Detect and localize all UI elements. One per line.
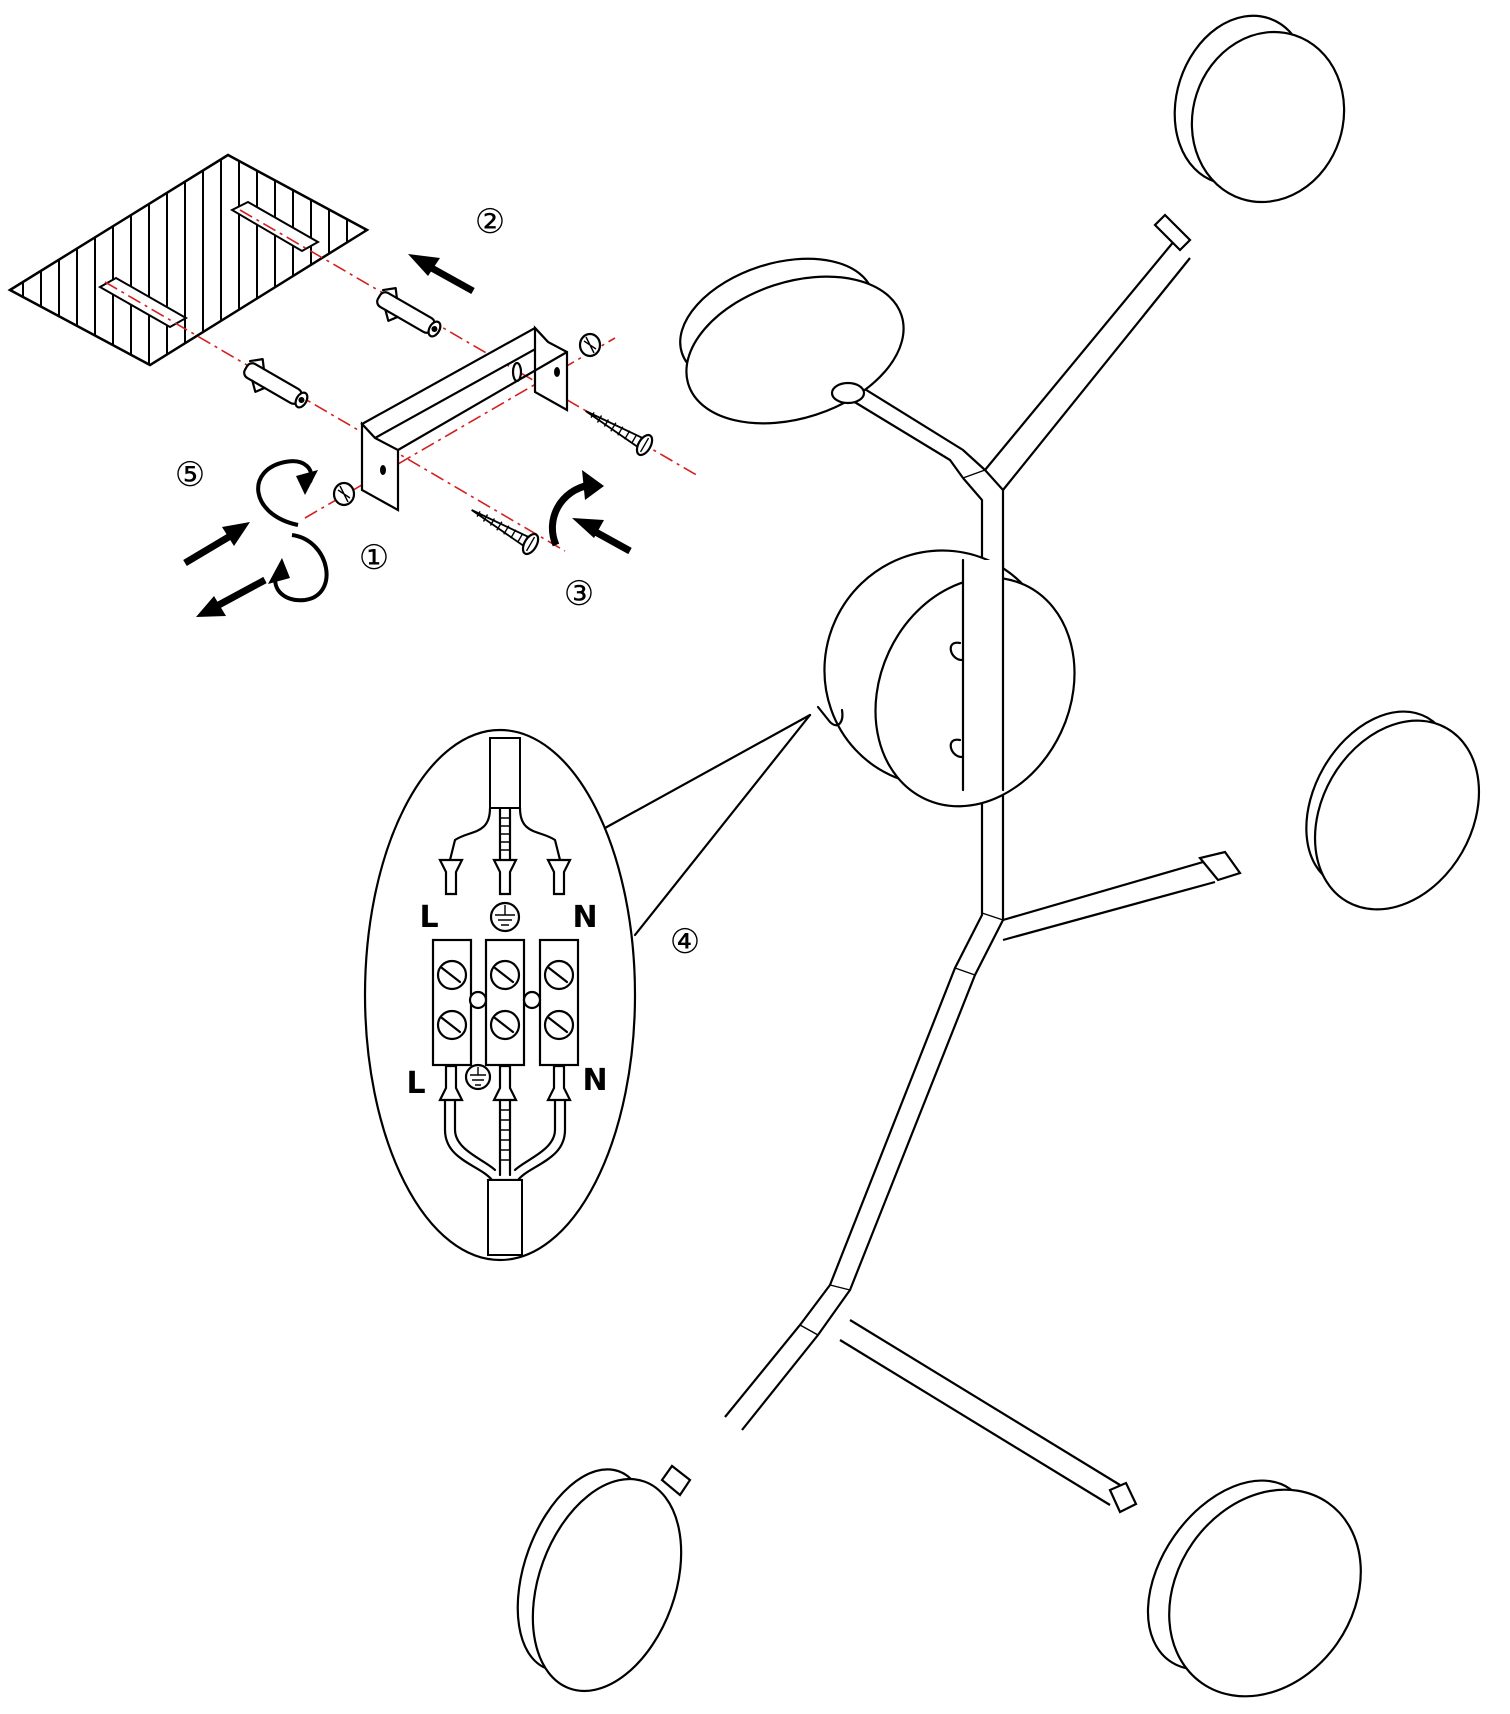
step-1-label: ① bbox=[359, 538, 389, 578]
step-5-label: ⑤ bbox=[175, 455, 205, 495]
screw bbox=[471, 509, 540, 556]
lamp-head-bottom-left bbox=[516, 1464, 692, 1693]
lamp-frame bbox=[724, 239, 1216, 1506]
push-arrow bbox=[572, 518, 632, 555]
push-arrow bbox=[408, 254, 475, 295]
terminal-block bbox=[431, 938, 580, 1067]
wall-anchor bbox=[376, 287, 442, 338]
earth-symbol bbox=[489, 901, 521, 933]
lamp-head-right bbox=[1198, 710, 1481, 911]
screw bbox=[332, 481, 356, 507]
rotate-arrow bbox=[548, 470, 604, 547]
wiring-detail-callout: L N L N bbox=[363, 713, 812, 1262]
mounting-bracket bbox=[360, 325, 569, 512]
lamp-canopy bbox=[816, 549, 1076, 808]
terminal-label-bottom-left: L bbox=[406, 1066, 425, 1101]
step-2-label: ② bbox=[475, 202, 505, 242]
lamp-head-upper-left bbox=[679, 257, 905, 425]
terminal-label-top-left: L bbox=[419, 900, 438, 935]
wall-anchor bbox=[243, 358, 309, 409]
step-4-label: ④ bbox=[670, 922, 700, 962]
screw bbox=[578, 332, 602, 358]
terminal-label-top-right: N bbox=[572, 900, 597, 935]
lamp-head-bottom-right bbox=[1108, 1479, 1362, 1698]
screw bbox=[585, 410, 654, 457]
rotate-arrow bbox=[256, 459, 318, 527]
earth-symbol bbox=[464, 1063, 492, 1091]
step-3-label: ③ bbox=[564, 574, 594, 614]
rotate-arrow bbox=[268, 533, 329, 603]
terminal-label-bottom-right: N bbox=[582, 1063, 607, 1098]
lamp-head-top-right bbox=[1153, 14, 1346, 252]
ceiling-hatch bbox=[7, 153, 370, 367]
push-arrow bbox=[183, 522, 250, 567]
pull-arrow bbox=[196, 576, 267, 617]
